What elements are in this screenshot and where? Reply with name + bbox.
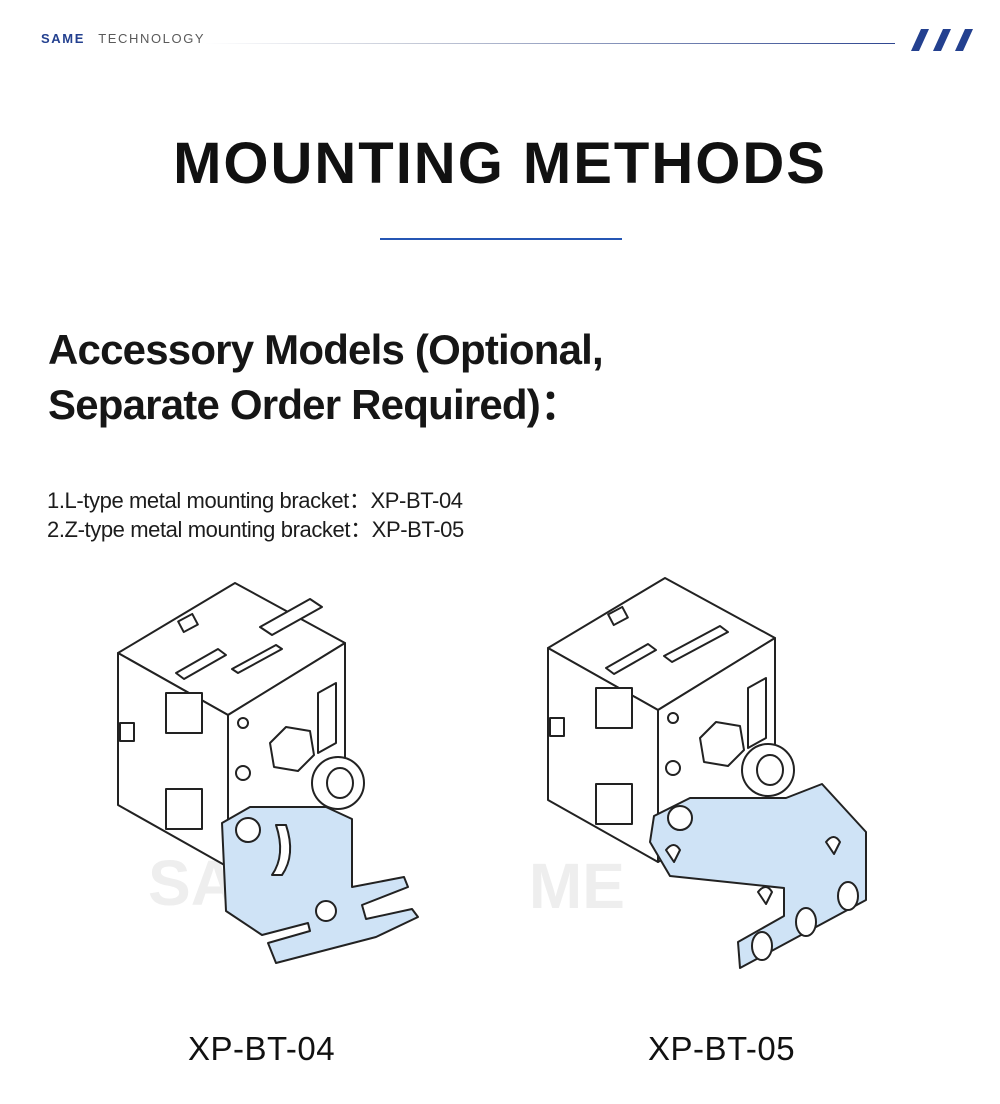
z-bracket-illustration: SAME <box>530 570 950 990</box>
stripes-icon <box>911 29 973 51</box>
brand-name: SAME <box>41 31 85 46</box>
accessory-list: 1.L-type metal mounting bracket：XP-BT-04… <box>47 486 464 544</box>
figure-caption-xp-bt-04: XP-BT-04 <box>188 1030 336 1067</box>
figure-caption-xp-bt-05: XP-BT-05 <box>648 1030 796 1067</box>
l-bracket-illustration: SAME <box>100 575 430 985</box>
section-heading-line: Accessory Models (Optional, <box>48 326 604 373</box>
brand-subtitle: TECHNOLOGY <box>98 31 206 46</box>
page-title: MOUNTING METHODS <box>173 131 827 196</box>
sensor-with-z-bracket-image: SAME <box>530 577 867 969</box>
title-underline <box>380 238 622 240</box>
section-heading: Accessory Models (Optional, Separate Ord… <box>48 322 604 432</box>
accessory-item-l-bracket: 1.L-type metal mounting bracket：XP-BT-04 <box>47 488 463 513</box>
section-heading-line: Separate Order Required)： <box>48 381 582 428</box>
watermark-text: SAME <box>530 850 625 922</box>
l-bracket-shape <box>221 806 419 964</box>
sensor-with-l-bracket-image: SAME <box>117 582 419 964</box>
header-divider <box>205 43 895 44</box>
brand-logo: SAME TECHNOLOGY <box>41 31 205 46</box>
z-bracket-shape <box>649 783 867 969</box>
accessory-item-z-bracket: 2.Z-type metal mounting bracket：XP-BT-05 <box>47 517 464 542</box>
